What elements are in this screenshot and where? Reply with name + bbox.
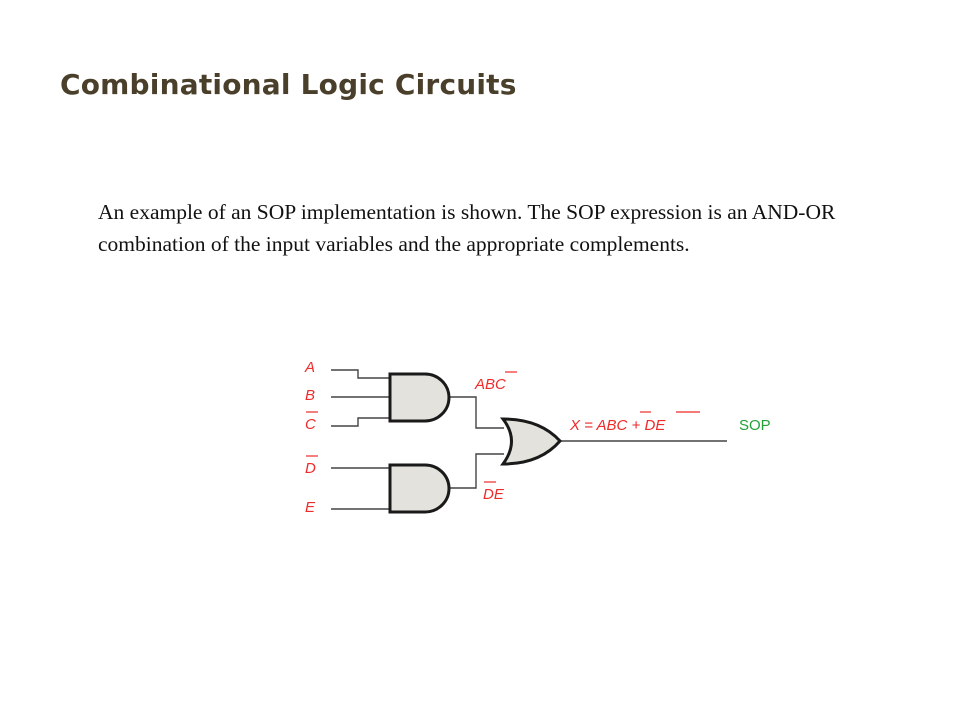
wire-and1-to-or — [449, 396, 504, 429]
wire-input-c — [331, 417, 390, 427]
input-label-d: D — [305, 460, 316, 477]
body-paragraph: An example of an SOP implementation is s… — [98, 200, 836, 256]
and-gate-2 — [388, 463, 451, 514]
output-expression: X = ABC + DE — [569, 417, 666, 434]
or-gate — [499, 417, 563, 466]
slide-title: Combinational Logic Circuits — [60, 68, 517, 101]
and-gate-1 — [388, 372, 451, 423]
wire-input-a — [331, 369, 390, 379]
and1-output-label: ABC — [474, 376, 506, 393]
input-label-b: B — [305, 387, 315, 404]
input-label-a: A — [304, 359, 315, 376]
input-label-e: E — [305, 499, 316, 516]
sop-tag: SOP — [739, 417, 771, 434]
and2-output-label: DE — [483, 486, 505, 503]
wire-and2-to-or — [449, 453, 504, 489]
input-label-c: C — [305, 416, 316, 433]
